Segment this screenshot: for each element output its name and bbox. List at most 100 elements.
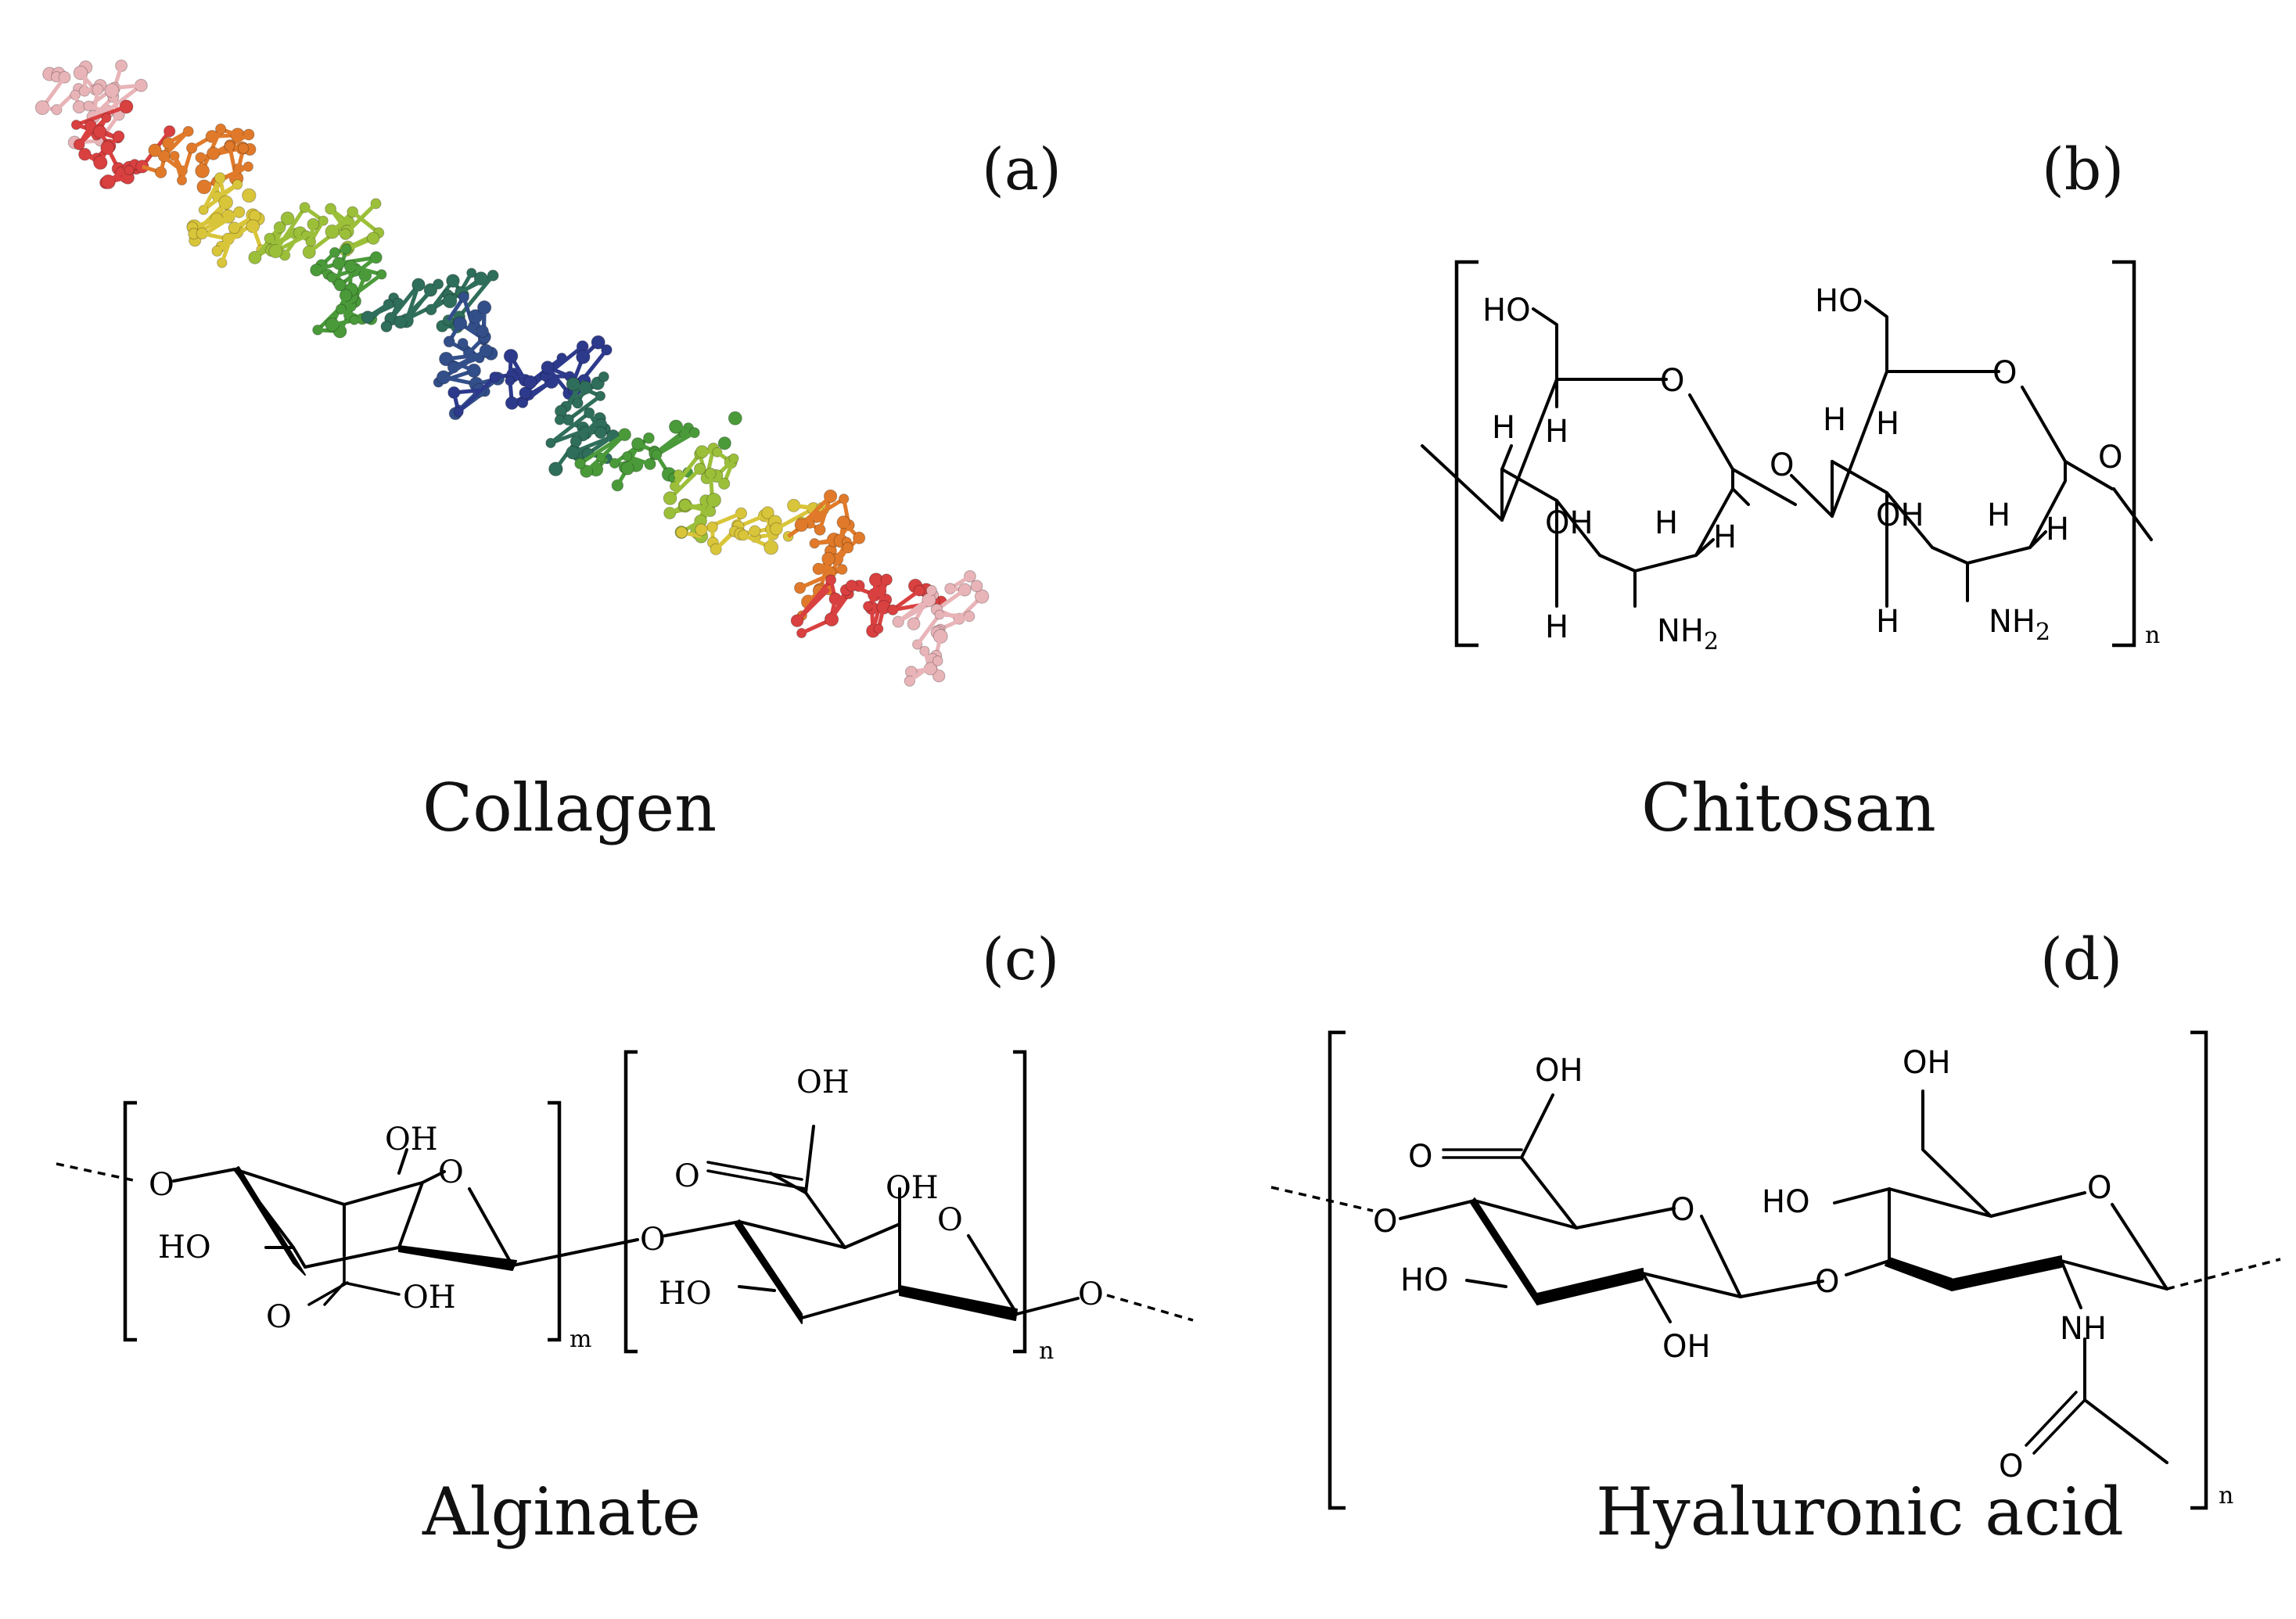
chitosan-right-bracket [2112, 260, 2136, 648]
chitosan-ring2-nh2: NH2 [1989, 604, 2050, 646]
collagen-bond [390, 283, 420, 321]
chitosan-ring2-h-e: H [1876, 604, 1899, 640]
panel-b-caption: Chitosan [1641, 770, 1936, 846]
alginate-m-left-bracket [123, 1100, 137, 1342]
alginate-repeat-n: n [1039, 1337, 1054, 1365]
collagen-atom [574, 458, 586, 470]
collagen-atom [598, 371, 609, 382]
collagen-atom [663, 491, 677, 505]
panel-b-letter: (b) [2042, 136, 2124, 203]
collagen-atom [124, 165, 135, 176]
chitosan-ring1-h-b: H [1545, 414, 1568, 450]
collagen-atom [93, 155, 108, 171]
collagen-bond [202, 182, 239, 212]
alginate-n-left-bracket [623, 1050, 638, 1354]
chitosan-repeat-n: n [2145, 622, 2160, 649]
alginate-n-right-bracket [1013, 1050, 1027, 1354]
chitosan-ring1-ho: HO [1482, 293, 1531, 328]
collagen-atom [366, 232, 380, 245]
collagen-bond [572, 382, 602, 398]
collagen-bond [940, 614, 971, 631]
alginate-ring1-ho: HO [158, 1230, 211, 1265]
collagen-bond [220, 227, 236, 264]
collagen-atom [728, 411, 742, 425]
hyaluronic-ring2-nh: NH [2060, 1311, 2107, 1347]
collagen-bond [549, 411, 591, 445]
hyaluronic-repeat-n: n [2219, 1482, 2233, 1510]
chitosan-ring2-ho: HO [1815, 283, 1863, 319]
collagen-atom [970, 580, 983, 593]
collagen-bond [891, 589, 921, 612]
chitosan-ring-1: HO O H H OH H H H NH2 O [1421, 293, 1797, 655]
chitosan-ring1-h-c: H [1655, 505, 1678, 541]
collagen-bond [775, 507, 814, 531]
collagen-bond [97, 83, 142, 92]
alginate-m-right-bracket [548, 1100, 562, 1342]
collagen-atom [717, 436, 731, 451]
collagen-bond [654, 431, 686, 455]
hyaluronic-ring2-ho: HO [1762, 1184, 1810, 1220]
collagen-bond [668, 467, 702, 500]
alginate-ring2-ho: HO [659, 1276, 712, 1312]
hyaluronic-ring1-oh-bottom: OH [1662, 1329, 1711, 1365]
collagen-atom [643, 432, 655, 444]
panel-a: (a) Collagen [34, 59, 1062, 846]
collagen-bond [351, 210, 380, 235]
collagen-bond [566, 394, 602, 422]
alginate-ring1-o-double: O [266, 1299, 292, 1335]
collagen-atom [476, 325, 489, 338]
chitosan-ring2-h-d: H [2046, 512, 2069, 547]
panel-a-letter: (a) [982, 136, 1062, 203]
alginate-ring1-o: O [438, 1154, 464, 1190]
collagen-bond [550, 422, 602, 445]
alginate-ring-1: OH O HO O OH [158, 1122, 517, 1335]
alginate-left-o: O [149, 1167, 174, 1203]
collagen-bond [180, 147, 194, 181]
collagen-bond [458, 274, 495, 318]
alginate-ring2-o: O [937, 1202, 963, 1238]
chitosan-ring1-o: O [1660, 363, 1684, 399]
collagen-bond [338, 255, 377, 266]
hyaluronic-ring1-o-double: O [1408, 1139, 1432, 1175]
chitosan-ring2-o: O [1992, 355, 2017, 391]
alginate-repeat-m: m [570, 1326, 591, 1353]
panel-a-caption: Collagen [422, 770, 717, 846]
hyaluronic-right-bracket [2190, 1030, 2208, 1510]
chitosan-ring-2: HO O H H OH H H H NH2 O [1790, 283, 2153, 646]
alginate-ring1-oh-acid: OH [403, 1280, 456, 1316]
collagen-bond [350, 264, 383, 277]
chitosan-ring2-oh: OH [1876, 497, 1924, 533]
chitosan-glycosidic-o: O [1770, 447, 1794, 483]
panel-c-letter: (c) [982, 926, 1059, 993]
hyaluronic-ring2-oh-top: OH [1903, 1045, 1951, 1081]
collagen-bond [274, 206, 307, 253]
collagen-atom [237, 142, 250, 154]
collagen-atom [523, 375, 537, 389]
collagen-bond [399, 282, 440, 324]
collagen-bond [796, 578, 832, 623]
hyaluronic-left-o: O [1373, 1204, 1397, 1240]
collagen-bond [800, 497, 845, 527]
hyaluronic-ring1-oh-acid: OH [1535, 1053, 1583, 1089]
hyaluronic-ring-1: OH O O HO OH [1399, 1053, 1742, 1365]
collagen-atom [622, 451, 633, 462]
hyaluronic-ring1-ho: HO [1400, 1262, 1449, 1298]
collagen-atom [907, 617, 921, 630]
alginate-right-o: O [1078, 1276, 1104, 1312]
collagen-bond [442, 349, 487, 379]
panel-d-letter: (d) [2040, 926, 2122, 993]
panel-d: (d) Hyaluronic acid n O OH O O HO OH [1270, 926, 2281, 1550]
collagen-bond [866, 578, 889, 608]
collagen-bond [579, 433, 626, 465]
collagen-atom [873, 623, 884, 634]
collagen-bond [459, 274, 494, 294]
collagen-bond [554, 440, 578, 471]
alginate-link-o: O [640, 1222, 666, 1258]
alginate-ring1-oh-top: OH [385, 1122, 438, 1158]
hyaluronic-ring-2: OH HO O NH O [1762, 1045, 2168, 1484]
collagen-bond [316, 295, 353, 332]
collagen-bond [911, 589, 934, 625]
alginate-ring2-oh-acid: OH [796, 1064, 850, 1100]
chitosan-ring1-oh: OH [1545, 505, 1594, 541]
collagen-atom [380, 320, 393, 332]
